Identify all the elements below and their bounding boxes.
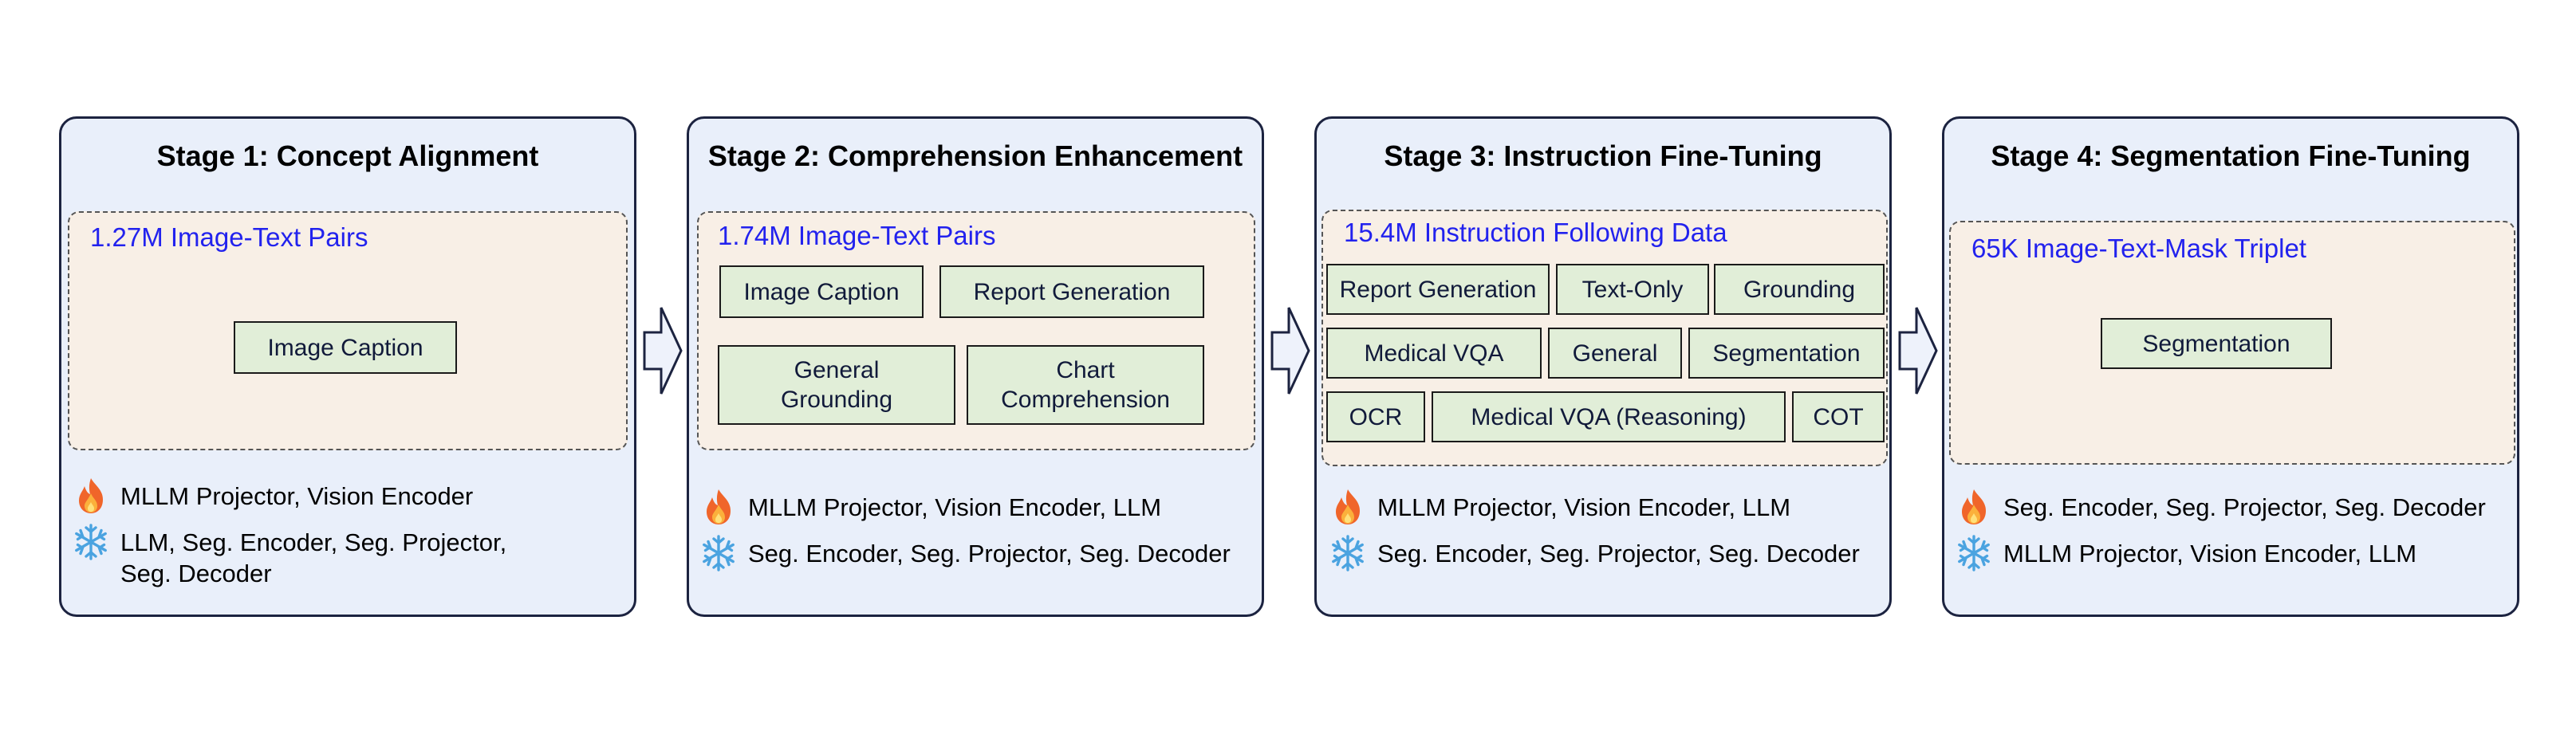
task-report-generation: Report Generation bbox=[1326, 264, 1550, 315]
right-arrow-icon bbox=[1270, 304, 1311, 397]
snowflake-icon bbox=[71, 522, 111, 562]
task-image-caption: Image Caption bbox=[719, 265, 924, 318]
stage-3-frozen-text: Seg. Encoder, Seg. Projector, Seg. Decod… bbox=[1377, 540, 1860, 567]
fire-icon bbox=[1328, 487, 1368, 527]
stage-3-trainable-row: MLLM Projector, Vision Encoder, LLM bbox=[1328, 487, 1790, 527]
stage-2-frozen-row: Seg. Encoder, Seg. Projector, Seg. Decod… bbox=[699, 533, 1231, 573]
stage-1-data-label: 1.27M Image-Text Pairs bbox=[90, 222, 368, 252]
task-segmentation: Segmentation bbox=[2101, 318, 2332, 369]
stage-4-data-box: 65K Image-Text-Mask Triplet Segmentation bbox=[1949, 221, 2515, 465]
stage-1-panel: Stage 1: Concept Alignment 1.27M Image-T… bbox=[59, 116, 636, 617]
stage-1-trainable-text: MLLM Projector, Vision Encoder bbox=[120, 482, 474, 510]
stage-3-panel: Stage 3: Instruction Fine-Tuning 15.4M I… bbox=[1314, 116, 1892, 617]
stage-2-data-box: 1.74M Image-Text Pairs Image Caption Rep… bbox=[697, 211, 1255, 450]
fire-icon bbox=[1954, 487, 1994, 527]
stage-2-trainable-text: MLLM Projector, Vision Encoder, LLM bbox=[748, 493, 1162, 521]
task-grounding: Grounding bbox=[1714, 264, 1885, 315]
stage-3-data-label: 15.4M Instruction Following Data bbox=[1344, 218, 1727, 247]
stage-1-frozen-text: LLM, Seg. Encoder, Seg. Projector, Seg. … bbox=[120, 522, 506, 589]
stage-1-frozen-row: LLM, Seg. Encoder, Seg. Projector, Seg. … bbox=[71, 522, 506, 589]
right-arrow-icon bbox=[1897, 304, 1939, 397]
right-arrow-icon bbox=[642, 304, 683, 397]
stage-2-data-label: 1.74M Image-Text Pairs bbox=[718, 221, 996, 250]
stage-2-trainable-row: MLLM Projector, Vision Encoder, LLM bbox=[699, 487, 1161, 527]
task-report-generation: Report Generation bbox=[939, 265, 1204, 318]
snowflake-icon bbox=[1328, 533, 1368, 573]
task-medical-vqa-reasoning: Medical VQA (Reasoning) bbox=[1432, 391, 1786, 442]
fire-icon bbox=[699, 487, 739, 527]
task-general: General bbox=[1548, 328, 1682, 379]
task-medical-vqa: Medical VQA bbox=[1326, 328, 1542, 379]
task-ocr: OCR bbox=[1326, 391, 1425, 442]
stage-4-data-label: 65K Image-Text-Mask Triplet bbox=[1971, 234, 2306, 263]
stage-3-trainable-text: MLLM Projector, Vision Encoder, LLM bbox=[1377, 493, 1791, 521]
snowflake-icon bbox=[699, 533, 739, 573]
stage-1-title: Stage 1: Concept Alignment bbox=[156, 139, 539, 172]
stage-1-trainable-row: MLLM Projector, Vision Encoder bbox=[71, 476, 473, 516]
stage-4-frozen-row: MLLM Projector, Vision Encoder, LLM bbox=[1954, 533, 2416, 573]
stage-4-panel: Stage 4: Segmentation Fine-Tuning 65K Im… bbox=[1942, 116, 2519, 617]
stage-1-frozen-line-1: LLM, Seg. Encoder, Seg. Projector, bbox=[120, 528, 507, 556]
stage-4-frozen-text: MLLM Projector, Vision Encoder, LLM bbox=[2003, 540, 2417, 567]
stage-2-frozen-text: Seg. Encoder, Seg. Projector, Seg. Decod… bbox=[748, 540, 1231, 567]
task-cot: COT bbox=[1792, 391, 1885, 442]
stage-4-trainable-text: Seg. Encoder, Seg. Projector, Seg. Decod… bbox=[2003, 493, 2486, 521]
task-segmentation: Segmentation bbox=[1688, 328, 1885, 379]
stage-3-data-box: 15.4M Instruction Following Data Report … bbox=[1321, 210, 1888, 466]
stage-2-title: Stage 2: Comprehension Enhancement bbox=[707, 139, 1243, 172]
stage-3-title: Stage 3: Instruction Fine-Tuning bbox=[1384, 139, 1822, 172]
task-image-caption: Image Caption bbox=[234, 321, 457, 374]
stage-3-frozen-row: Seg. Encoder, Seg. Projector, Seg. Decod… bbox=[1328, 533, 1860, 573]
task-text-only: Text-Only bbox=[1556, 264, 1709, 315]
fire-icon bbox=[71, 476, 111, 516]
snowflake-icon bbox=[1954, 533, 1994, 573]
stage-2-panel: Stage 2: Comprehension Enhancement 1.74M… bbox=[687, 116, 1264, 617]
stage-1-data-box: 1.27M Image-Text Pairs Image Caption bbox=[68, 211, 628, 450]
stage-1-frozen-line-2: Seg. Decoder bbox=[120, 560, 272, 587]
stage-4-title: Stage 4: Segmentation Fine-Tuning bbox=[1991, 139, 2471, 172]
stage-4-trainable-row: Seg. Encoder, Seg. Projector, Seg. Decod… bbox=[1954, 487, 2486, 527]
